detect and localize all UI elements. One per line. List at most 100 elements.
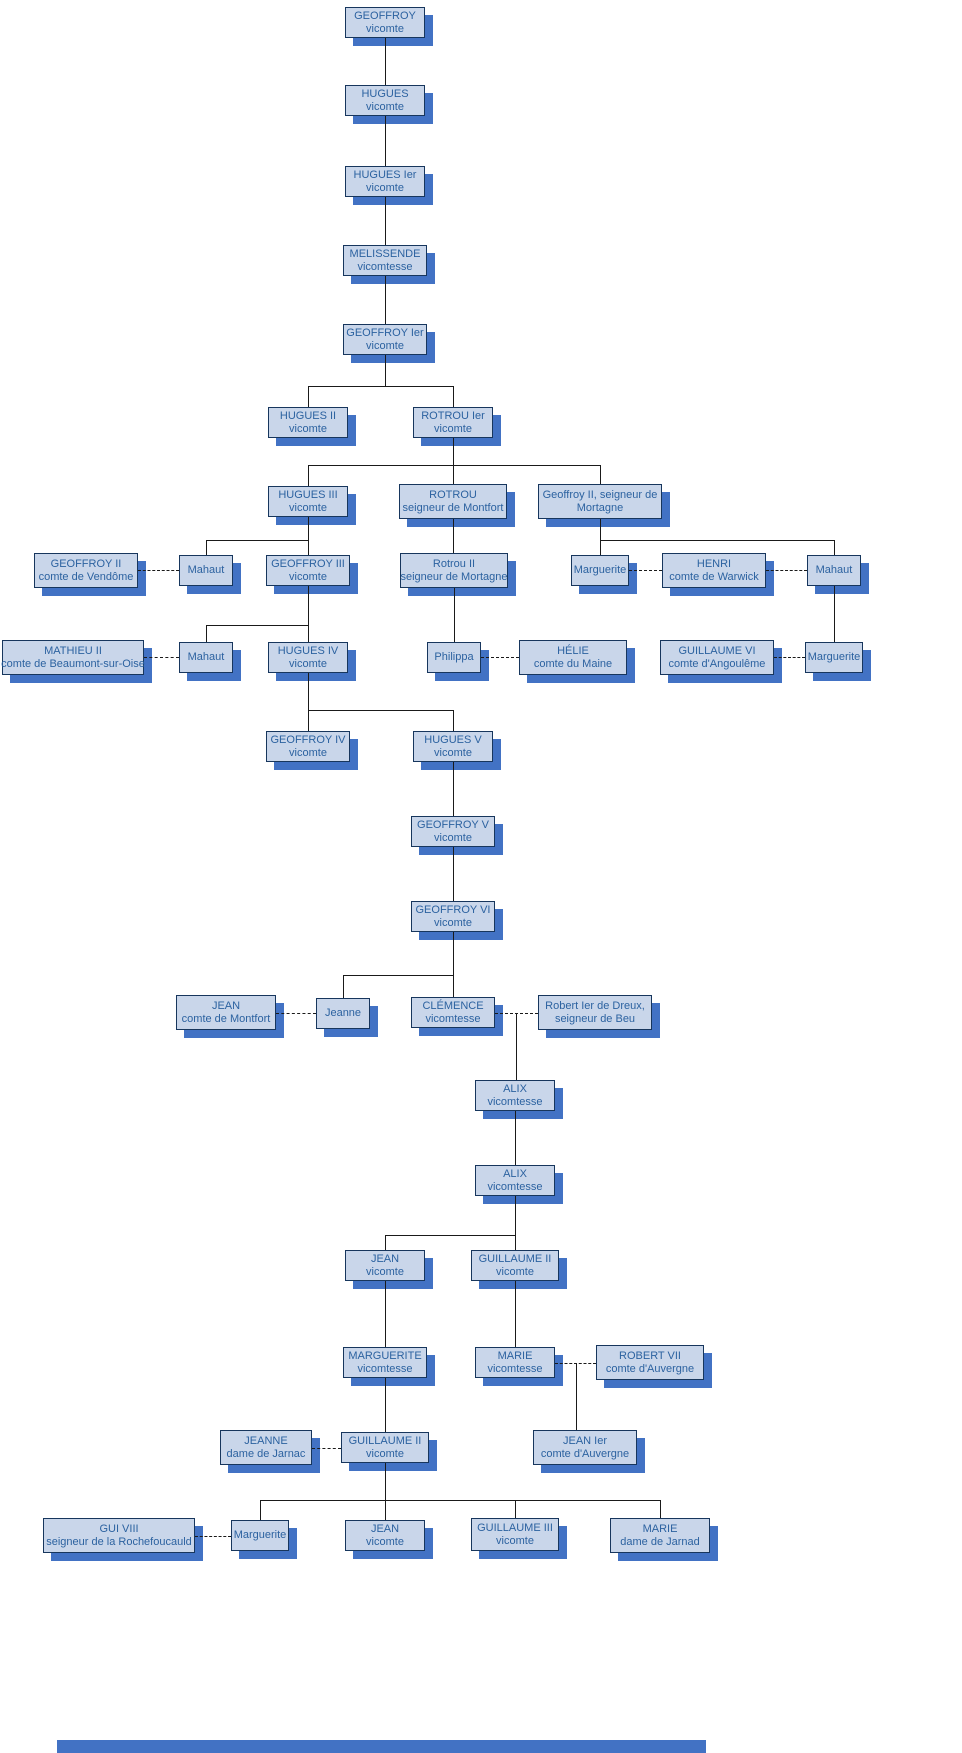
- person-title: comte d'Angoulême: [668, 657, 766, 670]
- person-name: HENRI: [696, 557, 732, 570]
- person-title: vicomte: [366, 22, 404, 35]
- person-name: GUILLAUME VI: [678, 644, 756, 657]
- person-name: Mahaut: [187, 564, 225, 576]
- descent-link: [515, 1281, 516, 1347]
- person-node-marguerite-3: Marguerite: [231, 1520, 289, 1551]
- person-name: GEOFFROY VI: [415, 903, 491, 916]
- person-title: vicomte: [366, 1447, 404, 1460]
- person-title: vicomte: [434, 831, 472, 844]
- marriage-link: [144, 657, 179, 658]
- descent-link: [600, 519, 601, 540]
- descent-link: [660, 1500, 661, 1518]
- person-title: comte d'Auvergne: [540, 1447, 630, 1460]
- descent-link: [206, 625, 308, 626]
- person-name: JEAN: [370, 1522, 400, 1535]
- person-node-jeanne: Jeanne: [316, 998, 370, 1029]
- person-title: vicomtesse: [487, 1180, 543, 1193]
- person-node-mahaut-3: Mahaut: [179, 642, 233, 673]
- person-name: MARIE: [642, 1522, 678, 1535]
- person-name: GEOFFROY V: [417, 818, 489, 831]
- person-name: ROBERT VII: [619, 1349, 681, 1362]
- marriage-link: [312, 1448, 341, 1449]
- person-title: seigneur de Montfort: [402, 501, 504, 514]
- descent-link: [308, 517, 309, 540]
- descent-link: [515, 1235, 516, 1250]
- descent-link: [385, 1235, 515, 1236]
- descent-link: [385, 276, 386, 324]
- descent-link: [308, 586, 309, 625]
- person-name: Geoffroy II, seigneur de: [542, 488, 658, 501]
- person-name: ROTROU Ier: [421, 409, 485, 422]
- person-name: HUGUES IV: [277, 644, 339, 657]
- descent-link: [385, 116, 386, 166]
- marriage-link: [766, 570, 807, 571]
- descent-link: [308, 465, 309, 486]
- person-name: Marguerite: [233, 1529, 287, 1541]
- descent-link: [453, 386, 454, 407]
- descent-link: [453, 710, 454, 731]
- person-name: Mahaut: [187, 651, 225, 663]
- person-title: vicomte: [366, 339, 404, 352]
- person-title: vicomtesse: [357, 1362, 413, 1375]
- person-title: comte de Vendôme: [38, 570, 134, 583]
- descent-link: [385, 1235, 386, 1250]
- descent-link: [834, 540, 835, 555]
- person-title: vicomte: [289, 746, 327, 759]
- person-name: GUILLAUME III: [477, 1521, 553, 1534]
- person-title: vicomte: [434, 746, 472, 759]
- person-title: vicomtesse: [425, 1012, 481, 1025]
- descent-link: [516, 1013, 517, 1080]
- person-title: vicomte: [289, 501, 327, 514]
- person-node-robert-dreux: Robert Ier de Dreux,seigneur de Beu: [538, 995, 652, 1030]
- descent-link: [454, 588, 455, 642]
- person-node-mahaut-2: Mahaut: [807, 555, 861, 586]
- person-name: HÉLIE: [557, 644, 589, 657]
- descent-link: [385, 38, 386, 85]
- descent-link: [453, 438, 454, 465]
- person-title: vicomte: [434, 422, 472, 435]
- descent-link: [453, 762, 454, 816]
- descent-link: [385, 1281, 386, 1347]
- marriage-link: [495, 1013, 538, 1014]
- marriage-link: [555, 1363, 596, 1364]
- descent-link: [834, 586, 835, 642]
- person-title: vicomte: [289, 657, 327, 670]
- person-name: MELISSENDE: [349, 247, 421, 260]
- descent-link: [260, 1500, 261, 1520]
- person-name: HUGUES II: [279, 409, 337, 422]
- descent-link: [308, 465, 600, 466]
- descent-link: [453, 975, 454, 997]
- descent-link: [308, 386, 453, 387]
- person-title: vicomtesse: [357, 260, 413, 273]
- person-name: Marguerite: [573, 564, 627, 576]
- descent-link: [515, 1500, 516, 1518]
- cutoff-next-row-band: [57, 1740, 706, 1753]
- descent-link: [343, 975, 453, 976]
- descent-link: [308, 540, 309, 555]
- person-node-philippa: Philippa: [427, 642, 481, 673]
- person-name: Rotrou II: [432, 557, 476, 570]
- person-name: GUILLAUME II: [348, 1434, 422, 1447]
- person-name: GEOFFROY III: [271, 557, 345, 570]
- descent-link: [308, 673, 309, 710]
- descent-link: [453, 519, 454, 553]
- person-title: vicomte: [366, 1265, 404, 1278]
- person-name: ALIX: [503, 1167, 527, 1180]
- person-title: seigneur de Mortagne: [400, 570, 508, 583]
